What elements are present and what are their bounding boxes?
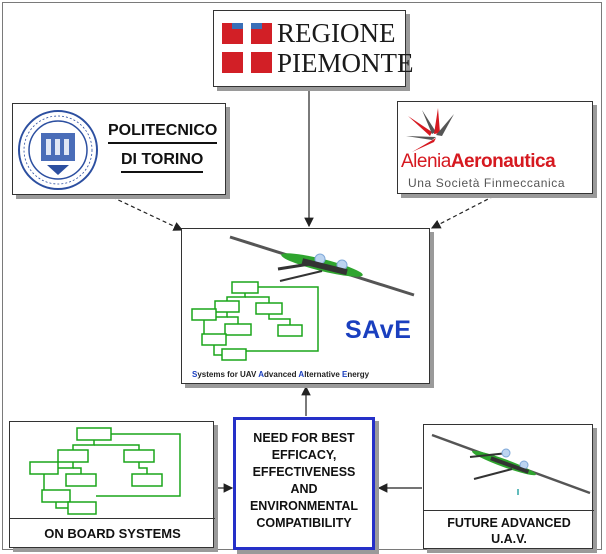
save-title: SAvE xyxy=(345,316,412,344)
regione-line2: PIEMONTE xyxy=(277,48,414,78)
politecnico-line1: POLITECNICO xyxy=(108,122,218,144)
politecnico-box: POLITECNICO DI TORINO xyxy=(12,103,226,195)
alenia-box: AleniaAeronautica Una Società Finmeccani… xyxy=(397,101,593,194)
politecnico-seal-icon xyxy=(18,110,98,190)
alenia-subtitle: Una Società Finmeccanica xyxy=(408,176,566,190)
need-line: EFFICACY, xyxy=(271,448,337,462)
need-line: AND xyxy=(290,482,318,496)
onboard-block-diagram-icon xyxy=(29,427,181,515)
future-uav-icon xyxy=(431,433,591,495)
save-subtitle: Systems for UAV Advanced Alternative Ene… xyxy=(192,370,370,379)
arrow-politecnico-to-save xyxy=(111,196,184,231)
politecnico-line2: DI TORINO xyxy=(121,151,204,173)
need-box: NEED FOR BEST EFFICACY, EFFECTIVENESS AN… xyxy=(233,417,375,550)
need-line: NEED FOR BEST xyxy=(253,431,355,445)
need-text: NEED FOR BEST EFFICACY, EFFECTIVENESS AN… xyxy=(236,430,372,532)
need-line: ENVIRONMENTAL xyxy=(249,499,359,513)
alenia-swoosh-icon xyxy=(406,108,454,152)
need-line: COMPATIBILITY xyxy=(256,516,352,530)
save-illustration xyxy=(191,235,415,361)
onboard-systems-box: ON BOARD SYSTEMS xyxy=(9,421,215,549)
regione-line1: REGIONE xyxy=(277,18,396,48)
future-uav-box: FUTURE ADVANCED U.A.V. xyxy=(423,424,594,550)
regione-flag-icon xyxy=(222,23,272,73)
onboard-systems-label: ON BOARD SYSTEMS xyxy=(10,518,215,549)
alenia-name: AleniaAeronautica xyxy=(401,151,556,172)
arrow-alenia-to-save xyxy=(430,195,495,229)
save-box: SAvE Systems for UAV Advanced Alternativ… xyxy=(181,228,430,384)
uav-aircraft-icon xyxy=(229,235,415,297)
block-diagram-icon xyxy=(191,281,319,361)
need-line: EFFECTIVENESS xyxy=(252,465,356,479)
future-uav-label: FUTURE ADVANCED U.A.V. xyxy=(424,510,594,550)
regione-piemonte-box: REGIONE PIEMONTE xyxy=(213,10,414,87)
